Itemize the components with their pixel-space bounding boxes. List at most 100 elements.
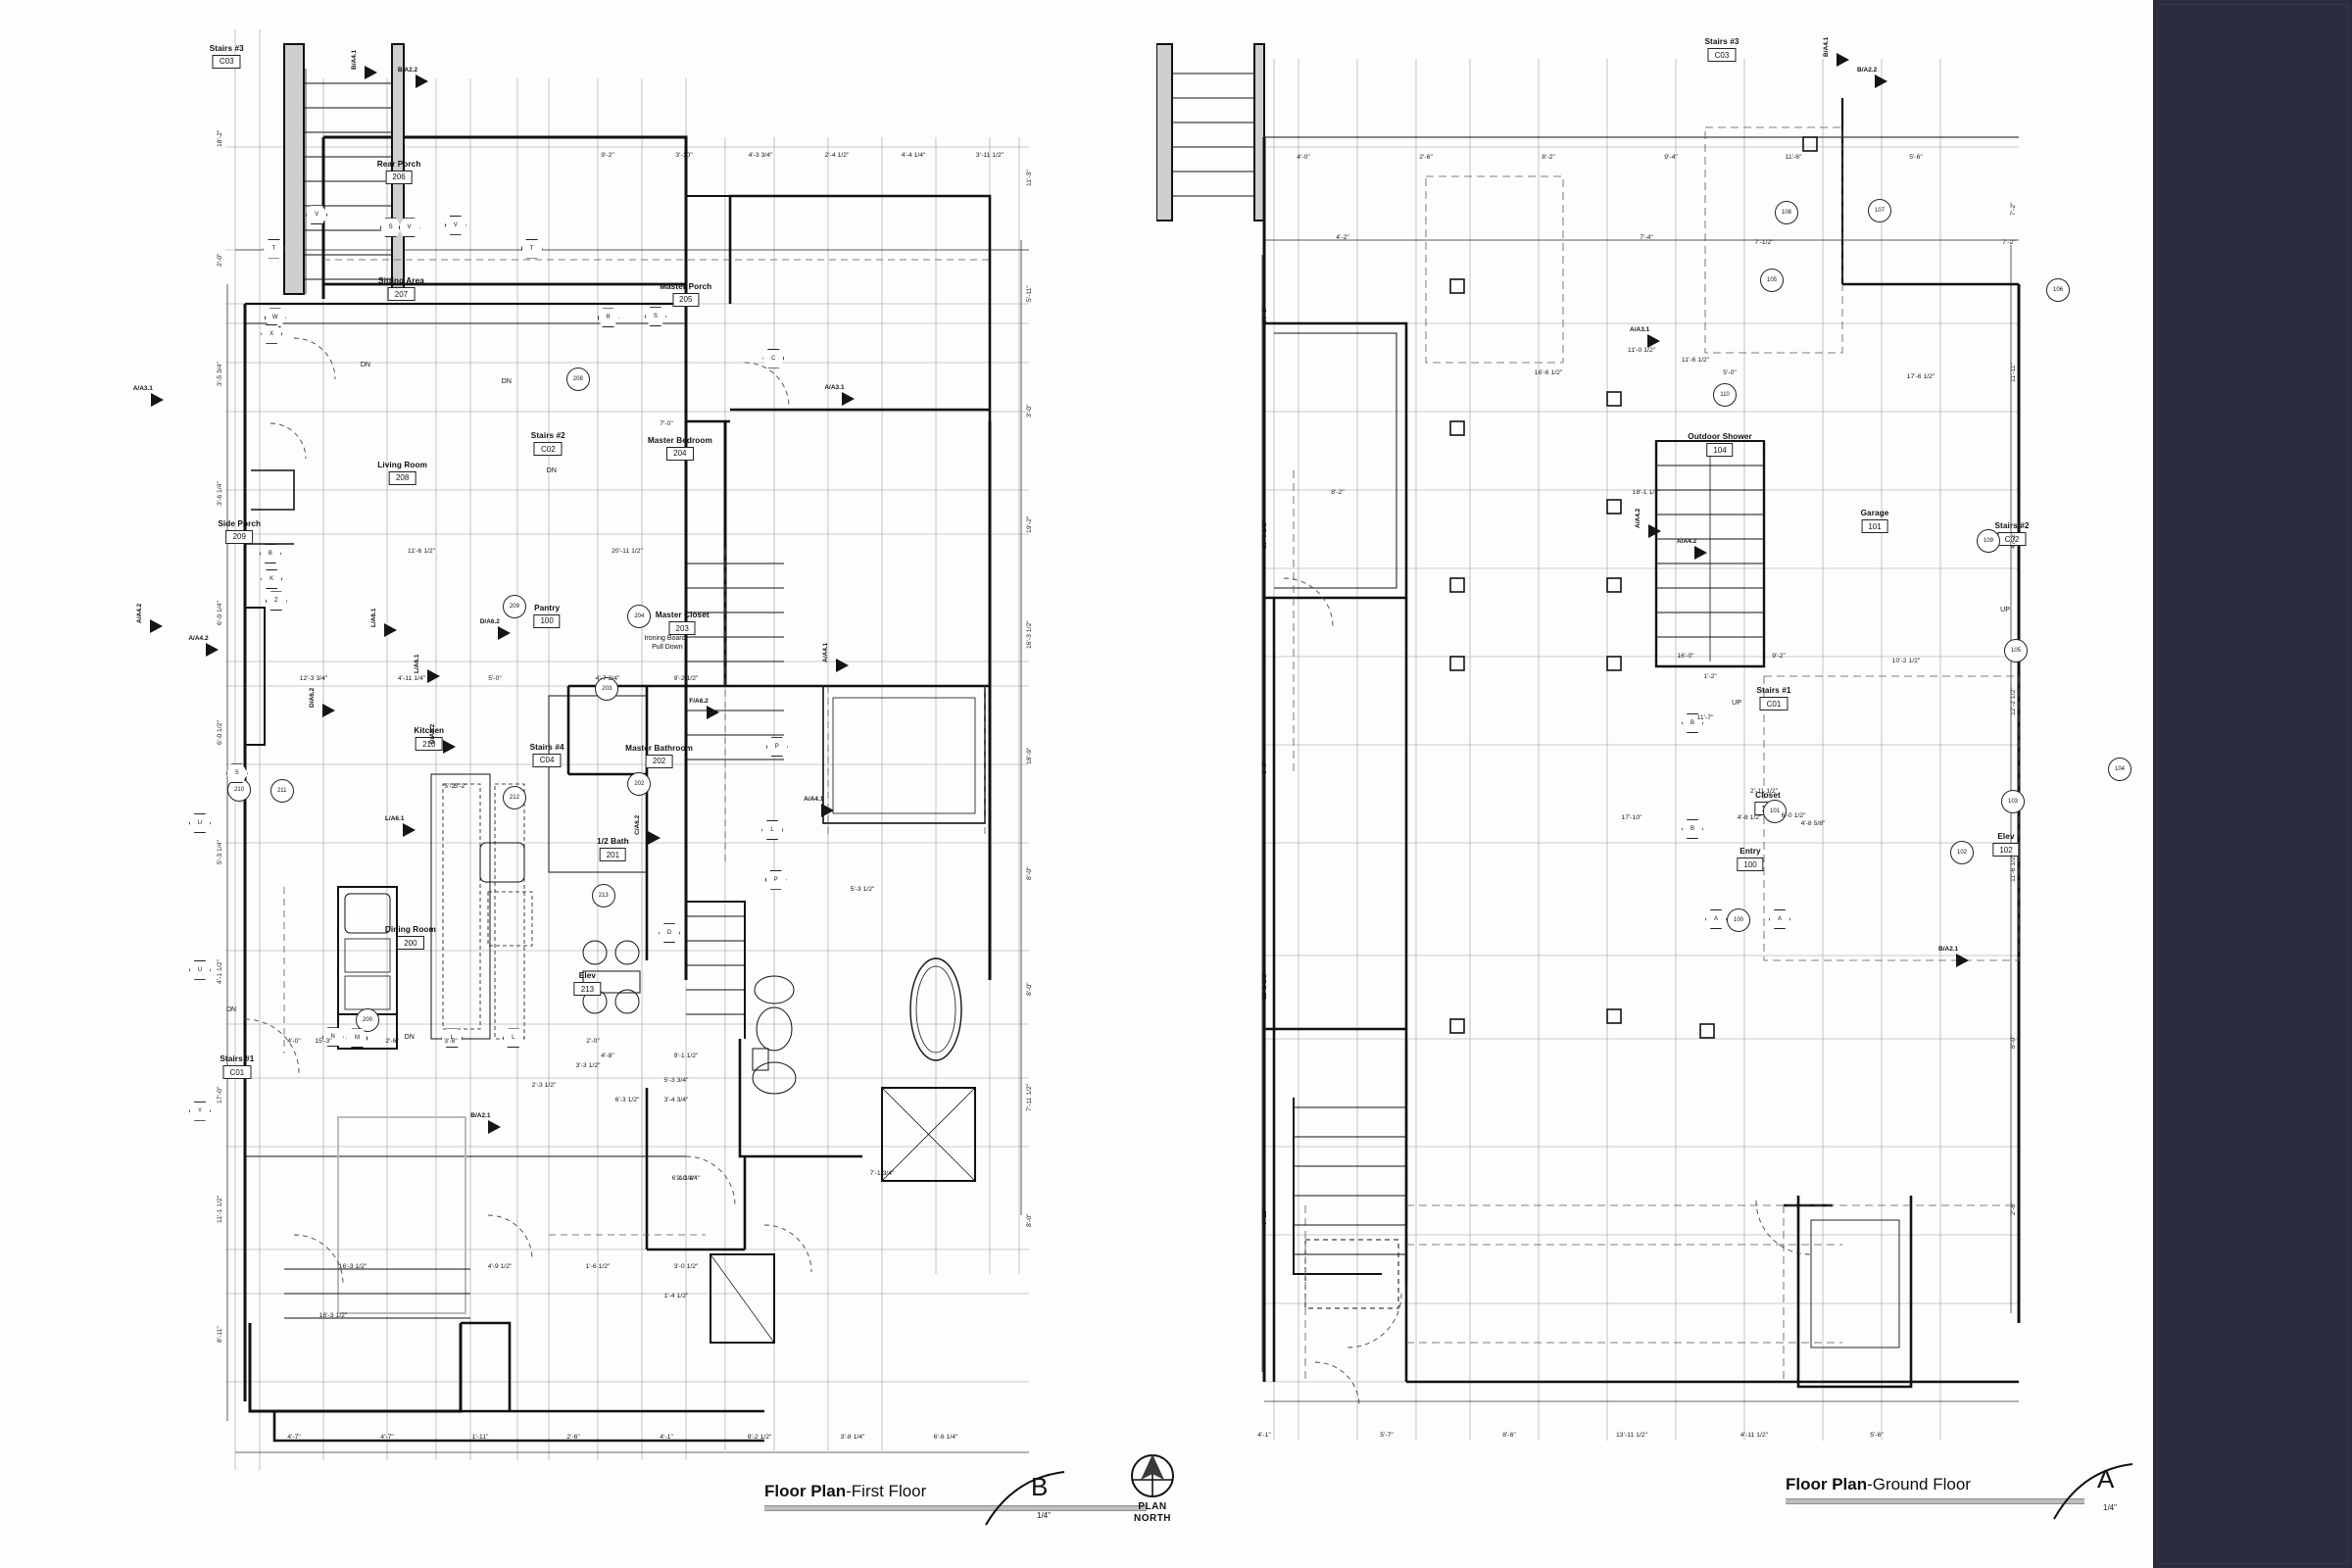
dimension-text: 1'-11"	[471, 1434, 489, 1441]
dimension-text: 2'-0"	[217, 253, 223, 267]
dimension-text: 11'-6 1/2"	[407, 548, 436, 555]
section-arrow-icon	[1837, 53, 1849, 67]
detail-bubble: 101	[1763, 800, 1787, 823]
dimension-text: 4'-3 3/4"	[748, 152, 773, 159]
section-marker: D/A6.2	[479, 618, 500, 626]
detail-bubble: 105	[1760, 269, 1784, 292]
dimension-text: 3'-11 1/2"	[975, 152, 1004, 159]
room-name: Side Porch	[218, 518, 262, 528]
room-number: 207	[387, 287, 416, 302]
room-number: 201	[599, 848, 627, 862]
ground-floor-title-rest: -Ground Floor	[1867, 1475, 1971, 1494]
dimension-text: 11'-7"	[1696, 714, 1714, 721]
dimension-text: 3'-8"	[444, 1038, 458, 1045]
grid-bubble: U	[188, 959, 211, 980]
grid-bubble: C	[762, 348, 785, 368]
dimension-text: 7'-1/2"	[1754, 239, 1774, 246]
dimension-text: 6'-0 1/4"	[217, 601, 223, 625]
dimension-text: 18'-1 1/2"	[1632, 489, 1661, 496]
dimension-text: 5'-0"	[1723, 369, 1737, 376]
detail-bubble: 209	[502, 595, 526, 619]
grid-bubble: S	[225, 763, 248, 784]
dimension-text: 3'-8"	[1261, 760, 1268, 774]
dimension-text: 16'-0"	[1677, 653, 1694, 660]
room-number: 209	[225, 529, 253, 544]
section-marker: C/A6.2	[633, 814, 641, 835]
section-arrow-icon	[488, 1120, 502, 1135]
plan-annotation: DN	[360, 362, 370, 369]
dimension-text: 6'-0 1/2"	[217, 720, 223, 745]
grid-bubble: V	[444, 215, 466, 235]
section-arrow-icon	[1875, 74, 1887, 88]
section-arrow-icon	[442, 739, 456, 754]
section-arrow-icon	[150, 619, 164, 634]
side-panel-inner-border	[2157, 4, 2348, 1564]
dimension-text: 20'-11 1/2"	[612, 548, 643, 555]
section-marker: A/A4.2	[1635, 508, 1642, 528]
dimension-text: 7'-2"	[2010, 202, 2017, 216]
dimension-text: 4'-1"	[1257, 1432, 1271, 1439]
section-marker: A/A3.1	[132, 384, 153, 392]
plan-annotation: Pull Down	[652, 644, 683, 652]
room-name: Stairs #1	[1756, 686, 1791, 695]
section-arrow-icon	[322, 704, 336, 718]
dimension-text: 5'-0"	[488, 675, 502, 682]
plan-annotation: DN	[225, 1005, 237, 1013]
detail-bubble: 100	[1727, 908, 1750, 932]
section-marker: B/A4.1	[350, 49, 358, 70]
room-number: C03	[212, 54, 241, 69]
plan-annotation: UP	[1732, 700, 1741, 707]
dimension-text: 3'-10"	[675, 152, 693, 159]
dimension-text: 6'-0 1/2"	[1781, 812, 1806, 819]
room-name: Master Closet	[655, 611, 710, 620]
dimension-text: 3'-6 1/4"	[217, 481, 223, 506]
grid-bubble: A	[1769, 909, 1790, 929]
detail-bubble: 105	[2004, 639, 2028, 662]
detail-bubble: 107	[1868, 199, 1891, 222]
room-number: C03	[1707, 48, 1737, 62]
dimension-text: 2'-6"	[566, 1434, 580, 1441]
dimension-text: 2'-6"	[1419, 154, 1433, 161]
dimension-text: 4'-7"	[380, 1434, 394, 1441]
dimension-text: 19'-2"	[1026, 515, 1033, 533]
grid-bubble: P	[764, 869, 787, 890]
room-name: Stairs #2	[530, 431, 565, 441]
dimension-text: 47'-2"	[2010, 531, 2017, 549]
room-number: C04	[532, 753, 562, 767]
room-name: Elev	[1997, 832, 2015, 841]
grid-bubble: T	[520, 238, 543, 259]
dimension-text: 16'-3 1/2"	[318, 1312, 348, 1319]
section-marker: B/A2.2	[1857, 67, 1878, 74]
dimension-text: 6'-6 1/4"	[933, 1434, 958, 1441]
dimension-text: 4'-1"	[660, 1434, 673, 1441]
room-number: 203	[668, 621, 696, 636]
section-arrow-icon	[150, 392, 164, 407]
section-marker: F/A6.2	[689, 697, 709, 705]
first-floor-plan	[0, 0, 1156, 1568]
title-rule	[764, 1505, 1147, 1511]
ground-floor-detail-letter: A	[2097, 1464, 2115, 1494]
dimension-text: 1'-2"	[1703, 673, 1717, 680]
first-floor-title-rest: -First Floor	[846, 1482, 927, 1500]
room-number: C02	[533, 442, 563, 457]
dimension-text: 4'-7"	[287, 1434, 301, 1441]
dimension-text: 5'-7"	[1380, 1432, 1394, 1439]
dimension-text: 5'-6"	[1909, 154, 1923, 161]
room-name: Pantry	[534, 603, 561, 612]
dimension-text: 4'-11 1/2"	[1740, 1432, 1769, 1439]
dimension-text: 16'-3 1/2"	[338, 1263, 368, 1270]
dimension-text: 2'-4 1/2"	[824, 152, 850, 159]
first-floor-title-bold: Floor Plan	[764, 1482, 847, 1500]
room-name: Stairs #3	[209, 43, 244, 53]
